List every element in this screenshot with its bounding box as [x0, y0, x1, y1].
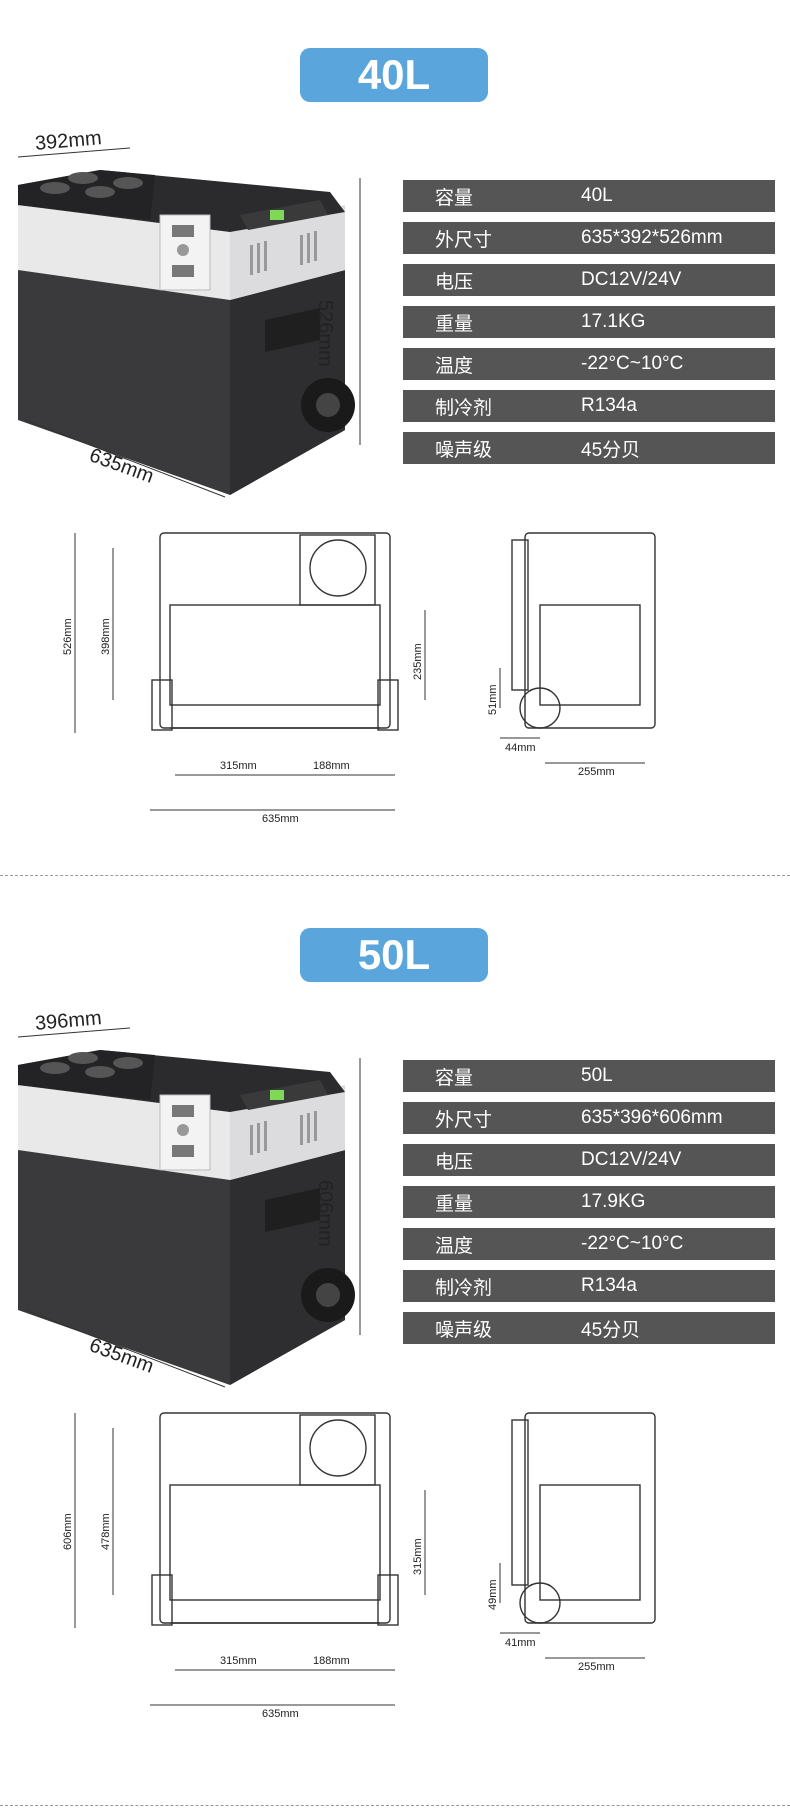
section-50l: 50L [0, 880, 790, 1760]
side-wheel-height-label: 51mm [487, 684, 499, 715]
total-width-label: 635mm [262, 813, 299, 825]
outer-height-label: 606mm [62, 1513, 74, 1550]
side-technical-drawing [511, 1412, 656, 1624]
fridge-photo [17, 1027, 361, 1388]
product-illustration [17, 147, 656, 811]
side-offset-label: 41mm [505, 1637, 536, 1649]
spec-row-temperature: 温度-22°C~10°C [403, 1228, 775, 1260]
section-divider [0, 875, 790, 876]
fridge-photo [17, 147, 361, 498]
side-width-label: 255mm [578, 766, 615, 778]
side-width-label: 255mm [578, 1661, 615, 1673]
left-width-label: 315mm [220, 760, 257, 772]
section-40l: 40L [0, 0, 790, 880]
height-label: 606mm [314, 1180, 336, 1247]
side-wheel-height-label: 49mm [487, 1579, 499, 1610]
capacity-badge: 50L [300, 928, 488, 982]
spec-row-temperature: 温度-22°C~10°C [403, 348, 775, 380]
product-illustration [17, 1027, 656, 1706]
capacity-badge: 40L [300, 48, 488, 102]
side-offset-label: 44mm [505, 742, 536, 754]
total-width-label: 635mm [262, 1708, 299, 1720]
height-label: 526mm [314, 300, 336, 367]
section-divider [0, 1805, 790, 1806]
inner-height-label: 398mm [100, 618, 112, 655]
front-technical-drawing [151, 1412, 399, 1626]
right-width-label: 188mm [313, 760, 350, 772]
side-dimension-lines [499, 668, 645, 764]
step-height-label: 235mm [412, 643, 424, 680]
step-height-label: 315mm [412, 1538, 424, 1575]
right-width-label: 188mm [313, 1655, 350, 1667]
side-technical-drawing [511, 532, 656, 729]
inner-height-label: 478mm [100, 1513, 112, 1550]
outer-height-label: 526mm [62, 618, 74, 655]
front-dimension-lines [74, 1413, 426, 1706]
front-technical-drawing [151, 532, 399, 731]
front-dimension-lines [74, 533, 426, 811]
left-width-label: 315mm [220, 1655, 257, 1667]
side-dimension-lines [499, 1563, 645, 1659]
